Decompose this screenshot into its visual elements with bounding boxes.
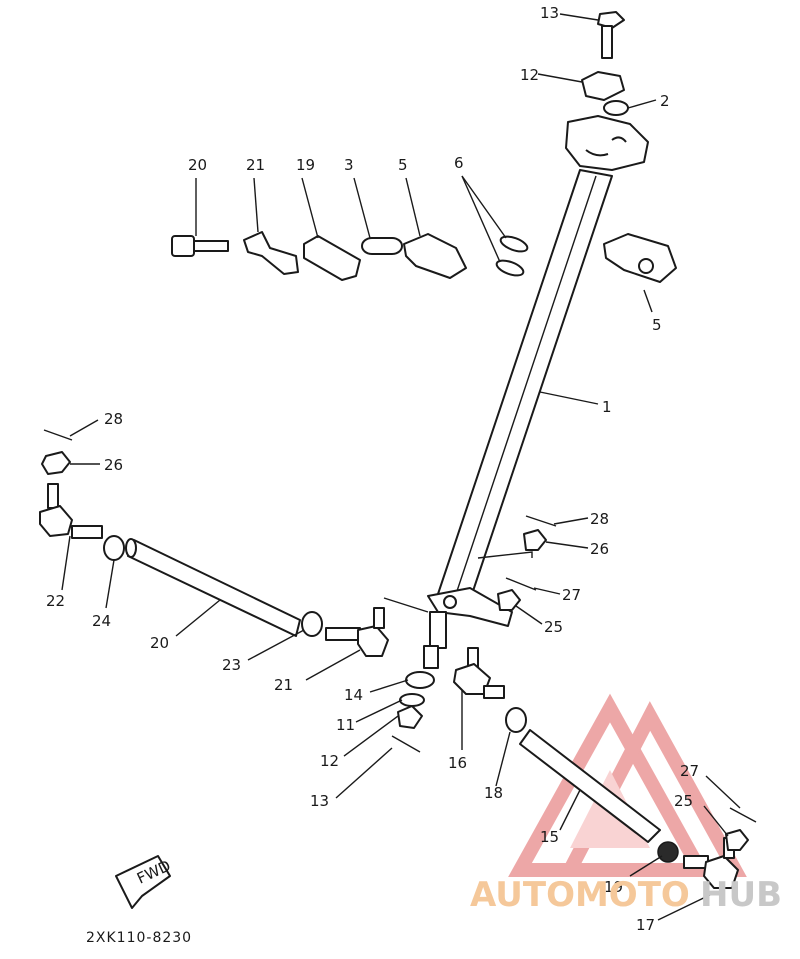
tie-rod-end-17 xyxy=(683,837,739,889)
fwd-arrow-icon: FWD xyxy=(115,855,173,909)
callout-labels: 13 12 2 20 21 19 3 5 6 5 1 28 26 22 24 2… xyxy=(46,4,699,934)
callout-26-left: 26 xyxy=(104,456,123,474)
callout-9: 21 xyxy=(246,156,265,174)
callout-28-right: 28 xyxy=(590,510,609,528)
pin-27-mid xyxy=(505,577,537,591)
callout-1: 1 xyxy=(602,398,612,416)
holder-5-right xyxy=(603,233,677,283)
pin-13 xyxy=(391,735,421,753)
callout-25-mid: 25 xyxy=(544,618,563,636)
tie-rod-end-22 xyxy=(39,483,103,539)
nut-19 xyxy=(657,841,679,863)
nut-25-right xyxy=(725,829,749,851)
nut-24 xyxy=(103,535,125,561)
callout-5-left: 5 xyxy=(398,156,408,174)
callout-5-right: 5 xyxy=(652,316,662,334)
watermark-text-a: AUTOMOTO xyxy=(470,875,690,915)
nut-26-left xyxy=(41,451,71,475)
holder-5-left xyxy=(403,233,467,279)
callout-4: 13 xyxy=(540,4,559,22)
washer-14 xyxy=(405,671,435,689)
nut-25-mid xyxy=(497,589,521,611)
callout-15: 15 xyxy=(540,828,559,846)
pin-28-right xyxy=(525,515,557,527)
watermark-text: AUTOMOTO HUB xyxy=(470,875,782,915)
callout-17: 17 xyxy=(636,916,655,934)
bracket-9 xyxy=(243,231,299,275)
callout-18: 18 xyxy=(484,784,503,802)
springs-6 xyxy=(495,235,529,277)
callout-26-right: 26 xyxy=(590,540,609,558)
washer-11 xyxy=(399,693,425,707)
callout-27-mid: 27 xyxy=(562,586,581,604)
callout-13: 13 xyxy=(310,792,329,810)
callout-25-right: 25 xyxy=(674,792,693,810)
collar-10 xyxy=(361,237,403,255)
clamp-cap-3 xyxy=(581,71,625,101)
callout-23: 23 xyxy=(222,656,241,674)
diagram-code: 2XK110-8230 xyxy=(86,930,192,946)
plate-7 xyxy=(303,235,361,281)
callout-10: 3 xyxy=(344,156,354,174)
callout-27-right: 27 xyxy=(680,762,699,780)
pin-27-right xyxy=(729,807,757,823)
callout-16: 16 xyxy=(448,754,467,772)
callout-8: 20 xyxy=(188,156,207,174)
watermark-text-b: HUB xyxy=(700,875,782,915)
callout-28-left: 28 xyxy=(104,410,123,428)
callout-21: 21 xyxy=(274,676,293,694)
bushing-2 xyxy=(603,100,629,116)
callout-2: 2 xyxy=(660,92,670,110)
pin-28-left xyxy=(43,429,73,441)
tie-rod-20 xyxy=(125,538,301,637)
steering-shaft xyxy=(423,115,649,669)
callout-14: 14 xyxy=(344,686,363,704)
bolt-4 xyxy=(597,11,625,59)
callout-19: 19 xyxy=(604,878,623,896)
callout-6: 6 xyxy=(454,154,464,172)
bolt-8 xyxy=(171,235,229,257)
callout-22: 22 xyxy=(46,592,65,610)
nut-18 xyxy=(505,707,527,733)
tie-rod-15 xyxy=(519,729,661,843)
callout-3: 12 xyxy=(520,66,539,84)
callout-24: 24 xyxy=(92,612,111,630)
nut-26-right xyxy=(523,529,547,551)
callout-20: 20 xyxy=(150,634,169,652)
callout-11: 11 xyxy=(336,716,355,734)
nut-23 xyxy=(301,611,323,637)
leader-lines xyxy=(61,13,741,921)
tie-rod-end-16 xyxy=(453,647,505,699)
callout-7: 19 xyxy=(296,156,315,174)
tie-rod-end-21 xyxy=(325,607,389,657)
callout-12: 12 xyxy=(320,752,339,770)
nut-12 xyxy=(397,705,423,729)
